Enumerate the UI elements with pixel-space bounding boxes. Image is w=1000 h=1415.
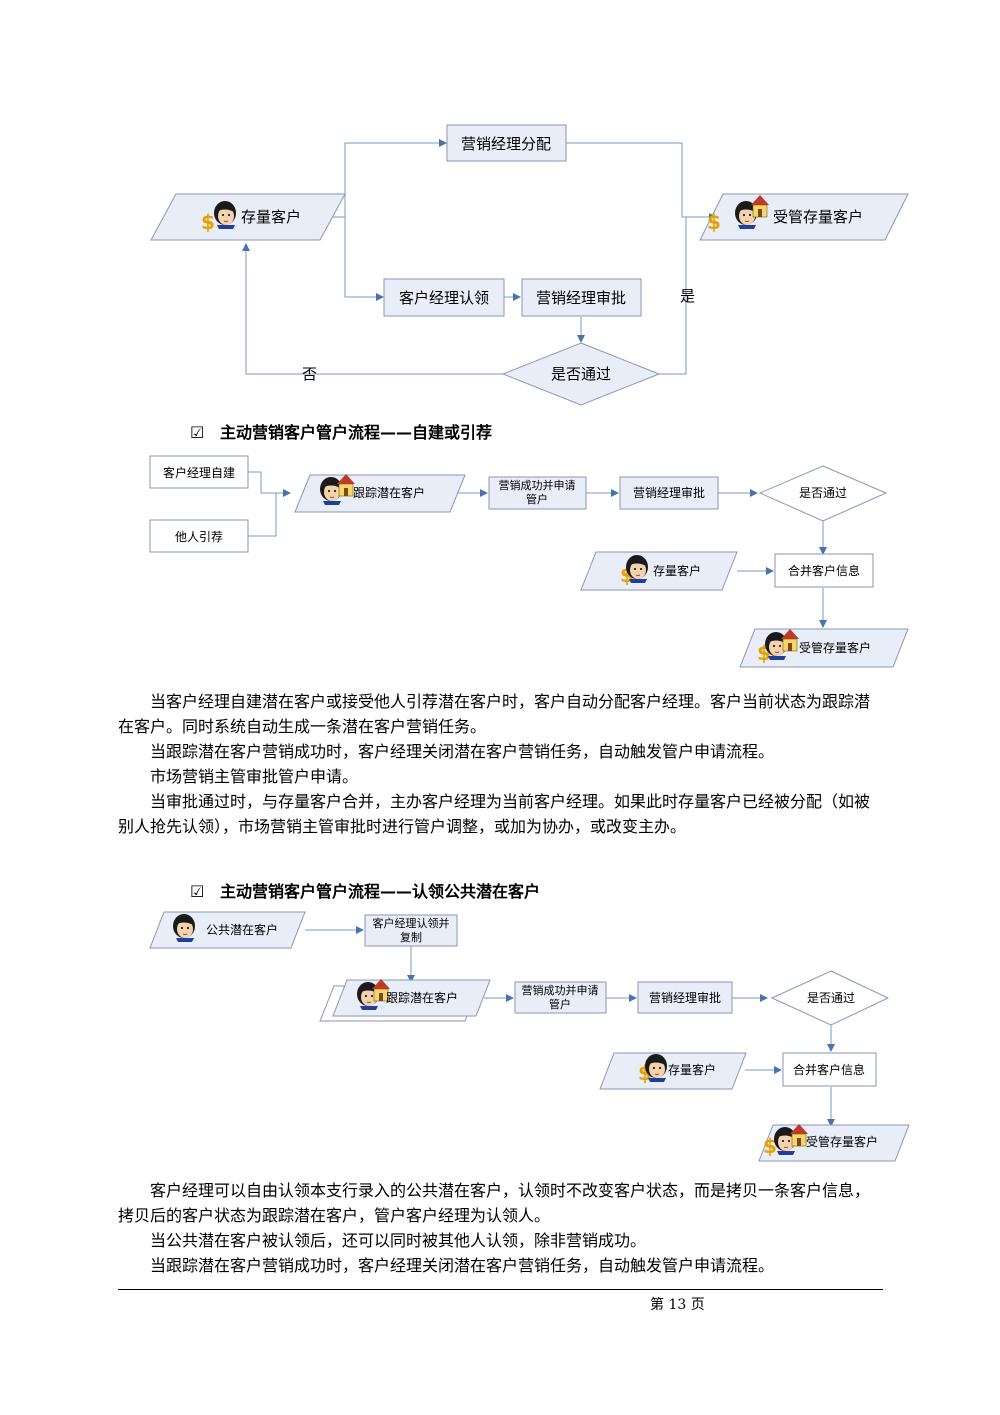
- marketing-manager-assign-label: 营销经理分配: [461, 135, 551, 153]
- paragraph: 当客户经理自建潜在客户或接受他人引荐潜在客户时，客户自动分配客户经理。客户当前状…: [118, 692, 871, 736]
- managed-stock-customer-label: 受管存量客户: [773, 208, 863, 226]
- yes-label: 是: [680, 287, 695, 305]
- no-label: 否: [302, 365, 317, 383]
- tracking-label: 跟踪潜在客户: [353, 485, 425, 500]
- stock-customer-label-2: 存量客户: [653, 563, 701, 578]
- apply-node-3: 营销成功并申请 管户: [514, 981, 607, 1014]
- referral-label: 他人引荐: [175, 530, 223, 544]
- passed-decision-3: 是否通过: [770, 970, 890, 1026]
- claim-label-1: 客户经理认领并: [373, 916, 450, 930]
- claim-node: 客户经理认领并 复制: [364, 914, 458, 947]
- managed-node-3: 受管存量客户: [758, 1123, 910, 1162]
- paragraph: 当审批通过时，与存量客户合并，主办客户经理为当前客户经理。如果此时存量客户已经被…: [118, 792, 871, 836]
- section2-heading-text: 主动营销客户管户流程——自建或引荐: [220, 423, 493, 442]
- paragraph: 当跟踪潜在客户营销成功时，客户经理关闭潜在客户营销任务，自动触发管户申请流程。: [150, 742, 775, 761]
- apply-label-2: 管户: [526, 492, 548, 506]
- apply-label-3b: 管户: [549, 997, 571, 1011]
- public-label: 公共潜在客户: [206, 922, 278, 937]
- paragraph: 市场营销主管审批管户申请。: [150, 767, 359, 786]
- managed-stock-customer-node: 受管存量客户: [699, 193, 909, 241]
- merge-node-3: 合并客户信息: [782, 1052, 877, 1087]
- stock-customer-label: 存量客户: [241, 208, 301, 226]
- paragraph: 当公共潜在客户被认领后，还可以同时被其他人认领，除非营销成功。: [150, 1231, 647, 1250]
- passed-decision: 是否通过: [501, 342, 661, 406]
- marketing-manager-approve-label: 营销经理审批: [536, 289, 626, 307]
- passed-label-2: 是否通过: [799, 486, 847, 500]
- paragraph: 客户经理可以自由认领本支行录入的公共潜在客户，认领时不改变客户状态，而是拷贝一条…: [118, 1181, 871, 1225]
- approve-node: 营销经理审批: [619, 476, 719, 510]
- flow1: 存量客户 营销经理分配 受管存量客户 客户经理认领 营销经理审批 是否通过 是 …: [150, 124, 909, 406]
- section3-heading-text: 主动营销客户管户流程——认领公共潜在客户: [220, 882, 541, 901]
- footer-divider: [118, 1289, 883, 1290]
- approve-label-3: 营销经理审批: [649, 990, 721, 1005]
- stock-customer-node-2: 存量客户: [580, 551, 738, 591]
- tracking-node: 跟踪潜在客户: [294, 473, 466, 513]
- managed-label-3: 受管存量客户: [806, 1134, 878, 1149]
- description-block-1: 当客户经理自建潜在客户或接受他人引荐潜在客户时，客户自动分配客户经理。客户当前状…: [118, 689, 883, 839]
- marketing-manager-approve-node: 营销经理审批: [521, 278, 642, 317]
- apply-node: 营销成功并申请 管户: [488, 476, 587, 510]
- passed-label: 是否通过: [551, 365, 611, 383]
- checkbox-icon: ☑: [190, 423, 205, 442]
- stock-customer-node-3: 存量客户: [599, 1052, 747, 1090]
- managed-label-2: 受管存量客户: [799, 640, 871, 655]
- account-manager-claim-node: 客户经理认领: [383, 278, 505, 317]
- flow2: 客户经理自建 他人引荐 跟踪潜在客户 营销成功并申请 管户 营销经理审批 是否通…: [149, 455, 909, 668]
- account-manager-claim-label: 客户经理认领: [399, 289, 489, 307]
- passed-label-3: 是否通过: [807, 991, 855, 1005]
- flow3: 公共潜在客户 客户经理认领并 复制 跟踪潜在客户 营销成功并申请 管户 营销经理…: [149, 911, 910, 1162]
- marketing-manager-assign-node: 营销经理分配: [446, 124, 567, 162]
- apply-label-3a: 营销成功并申请: [522, 983, 599, 997]
- apply-label-1: 营销成功并申请: [499, 478, 576, 492]
- merge-label-3: 合并客户信息: [793, 1062, 865, 1077]
- self-built-node: 客户经理自建: [149, 455, 249, 489]
- approve-node-3: 营销经理审批: [637, 981, 733, 1014]
- stock-customer-node: 存量客户: [150, 193, 346, 241]
- tracking-label-3: 跟踪潜在客户: [386, 990, 458, 1005]
- checkbox-icon: ☑: [190, 882, 205, 901]
- description-block-2: 客户经理可以自由认领本支行录入的公共潜在客户，认领时不改变客户状态，而是拷贝一条…: [118, 1178, 883, 1278]
- passed-decision-2: 是否通过: [758, 465, 888, 522]
- claim-label-2: 复制: [400, 930, 422, 944]
- merge-node: 合并客户信息: [774, 553, 874, 588]
- approve-label: 营销经理审批: [633, 485, 705, 500]
- section2-heading: ☑ 主动营销客户管户流程——自建或引荐: [190, 419, 492, 443]
- section3-heading: ☑ 主动营销客户管户流程——认领公共潜在客户: [190, 878, 540, 902]
- paragraph: 当跟踪潜在客户营销成功时，客户经理关闭潜在客户营销任务，自动触发管户申请流程。: [150, 1256, 775, 1275]
- tracking-node-3: 跟踪潜在客户: [319, 978, 491, 1022]
- self-built-label: 客户经理自建: [163, 465, 235, 480]
- managed-node-2: 受管存量客户: [739, 628, 909, 668]
- stock-customer-label-3: 存量客户: [668, 1062, 716, 1077]
- page-number: 第 13 页: [650, 1297, 705, 1313]
- merge-label: 合并客户信息: [788, 563, 860, 578]
- referral-node: 他人引荐: [149, 519, 249, 553]
- public-node: 公共潜在客户: [149, 911, 306, 949]
